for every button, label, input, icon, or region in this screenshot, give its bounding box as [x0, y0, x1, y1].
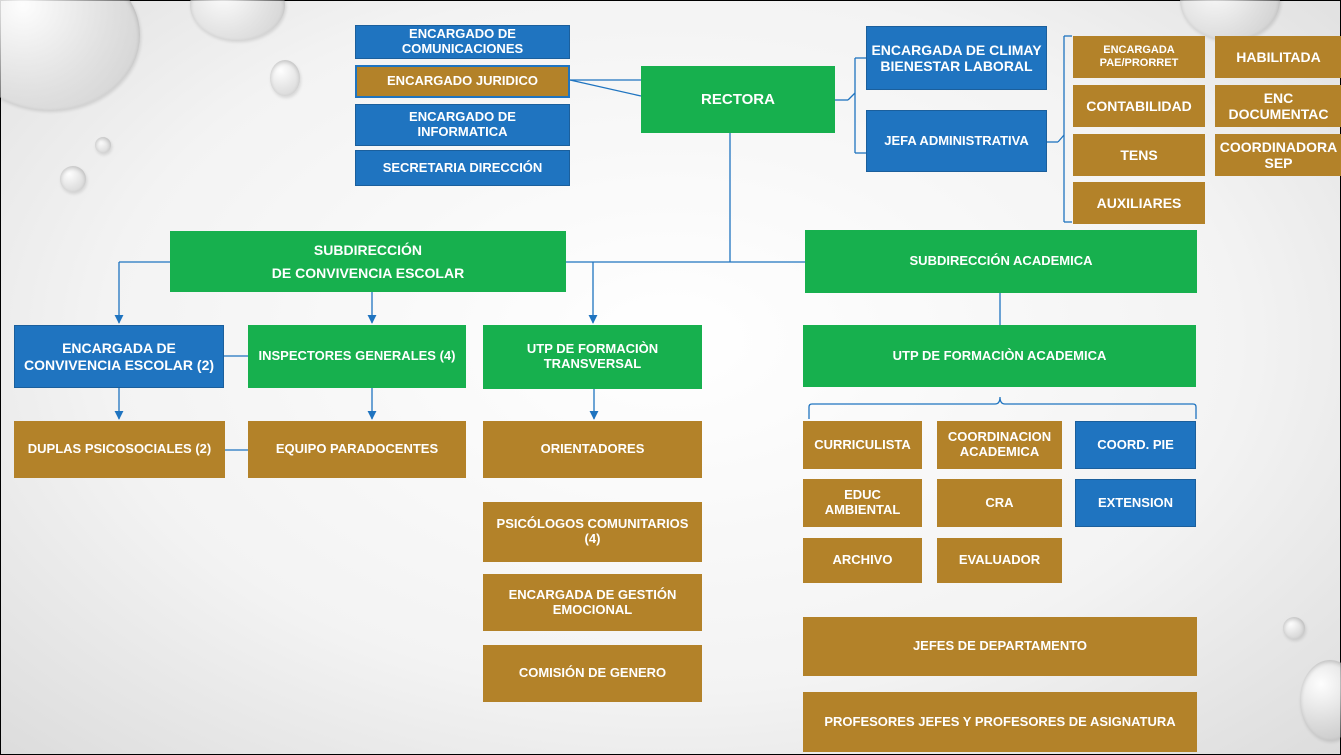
evaluador-box: EVALUADOR: [937, 538, 1062, 583]
educ-ambiental-box: EDUC AMBIENTAL: [803, 479, 922, 527]
inspectores-generales-box: INSPECTORES GENERALES (4): [248, 325, 466, 388]
archivo-box: ARCHIVO: [803, 538, 922, 583]
coord-pie-box: COORD. PIE: [1075, 421, 1196, 469]
encargado-comunicaciones-box: ENCARGADO DE COMUNICACIONES: [355, 25, 570, 59]
water-drop-decoration: [95, 137, 111, 153]
orientadores-box: ORIENTADORES: [483, 421, 702, 478]
duplas-psicosociales-box: DUPLAS PSICOSOCIALES (2): [14, 421, 225, 478]
encargado-informatica-box: ENCARGADO DE INFORMATICA: [355, 104, 570, 146]
rectora-box: RECTORA: [641, 66, 835, 133]
water-drop-decoration: [60, 166, 86, 192]
profesores-box: PROFESORES JEFES Y PROFESORES DE ASIGNAT…: [803, 692, 1197, 752]
extension-box: EXTENSION: [1075, 479, 1196, 527]
contabilidad-box: CONTABILIDAD: [1073, 85, 1205, 127]
water-drop-decoration: [1283, 617, 1305, 639]
comision-genero-box: COMISIÓN DE GENERO: [483, 645, 702, 702]
equipo-paradocentes-box: EQUIPO PARADOCENTES: [248, 421, 466, 478]
encargada-pae-box: ENCARGADA PAE/PRORRET: [1073, 36, 1205, 78]
encargada-clima-box: ENCARGADA DE CLIMAY BIENESTAR LABORAL: [866, 26, 1047, 90]
coordinadora-sep-box: COORDINADORA SEP: [1215, 134, 1341, 176]
tens-box: TENS: [1073, 134, 1205, 176]
cra-box: CRA: [937, 479, 1062, 527]
utp-transversal-box: UTP DE FORMACIÒN TRANSVERSAL: [483, 325, 702, 389]
habilitada-box: HABILITADA: [1215, 36, 1341, 78]
encargada-convivencia-box: ENCARGADA DE CONVIVENCIA ESCOLAR (2): [14, 325, 224, 388]
subdireccion-convivencia-box: SUBDIRECCIÓN DE CONVIVENCIA ESCOLAR: [170, 231, 566, 292]
subdireccion-academica-box: SUBDIRECCIÓN ACADEMICA: [805, 230, 1197, 293]
gestion-emocional-box: ENCARGADA DE GESTIÓN EMOCIONAL: [483, 574, 702, 631]
jefa-administrativa-box: JEFA ADMINISTRATIVA: [866, 110, 1047, 172]
water-drop-decoration: [270, 60, 300, 96]
coordinacion-academica-box: COORDINACION ACADEMICA: [937, 421, 1062, 469]
enc-documentac-box: ENC DOCUMENTAC: [1215, 85, 1341, 127]
encargado-juridico-box: ENCARGADO JURIDICO: [355, 65, 570, 98]
secretaria-direccion-box: SECRETARIA DIRECCIÓN: [355, 150, 570, 186]
curriculista-box: CURRICULISTA: [803, 421, 922, 469]
water-drop-decoration: [1300, 660, 1341, 740]
auxiliares-box: AUXILIARES: [1073, 182, 1205, 224]
utp-academica-box: UTP DE FORMACIÒN ACADEMICA: [803, 325, 1196, 387]
jefes-departamento-box: JEFES DE DEPARTAMENTO: [803, 617, 1197, 676]
psicologos-comunitarios-box: PSICÓLOGOS COMUNITARIOS (4): [483, 502, 702, 562]
